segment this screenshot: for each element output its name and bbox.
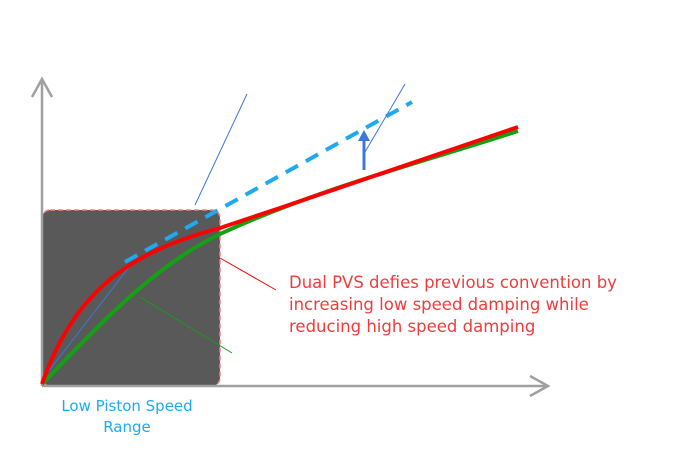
- thin-blue-guide-2: [364, 83, 406, 153]
- green-leader-line: [139, 296, 233, 354]
- low-piston-speed-range-label: Low Piston Speed Range: [42, 396, 212, 438]
- up-arrow-icon: [358, 130, 370, 170]
- dual-pvs-annotation: Dual PVS defies previous convention by i…: [289, 272, 617, 338]
- annotation-line: increasing low speed damping while: [289, 295, 589, 314]
- thin-blue-guide-1: [194, 93, 248, 206]
- thin-blue-guide-low: [47, 265, 131, 373]
- y-axis-arrowhead: [30, 76, 54, 98]
- red-curve: [40, 125, 519, 385]
- annotation-line: Dual PVS defies previous convention by: [289, 273, 617, 292]
- x-axis-arrowhead: [529, 374, 551, 398]
- dashed-previous-curve: [124, 100, 413, 264]
- annotation-line: reducing high speed damping: [289, 317, 536, 336]
- range-label-line: Low Piston Speed: [61, 397, 193, 415]
- range-label-line: Range: [103, 418, 151, 436]
- axes: [30, 76, 551, 398]
- red-leader-line: [219, 257, 277, 291]
